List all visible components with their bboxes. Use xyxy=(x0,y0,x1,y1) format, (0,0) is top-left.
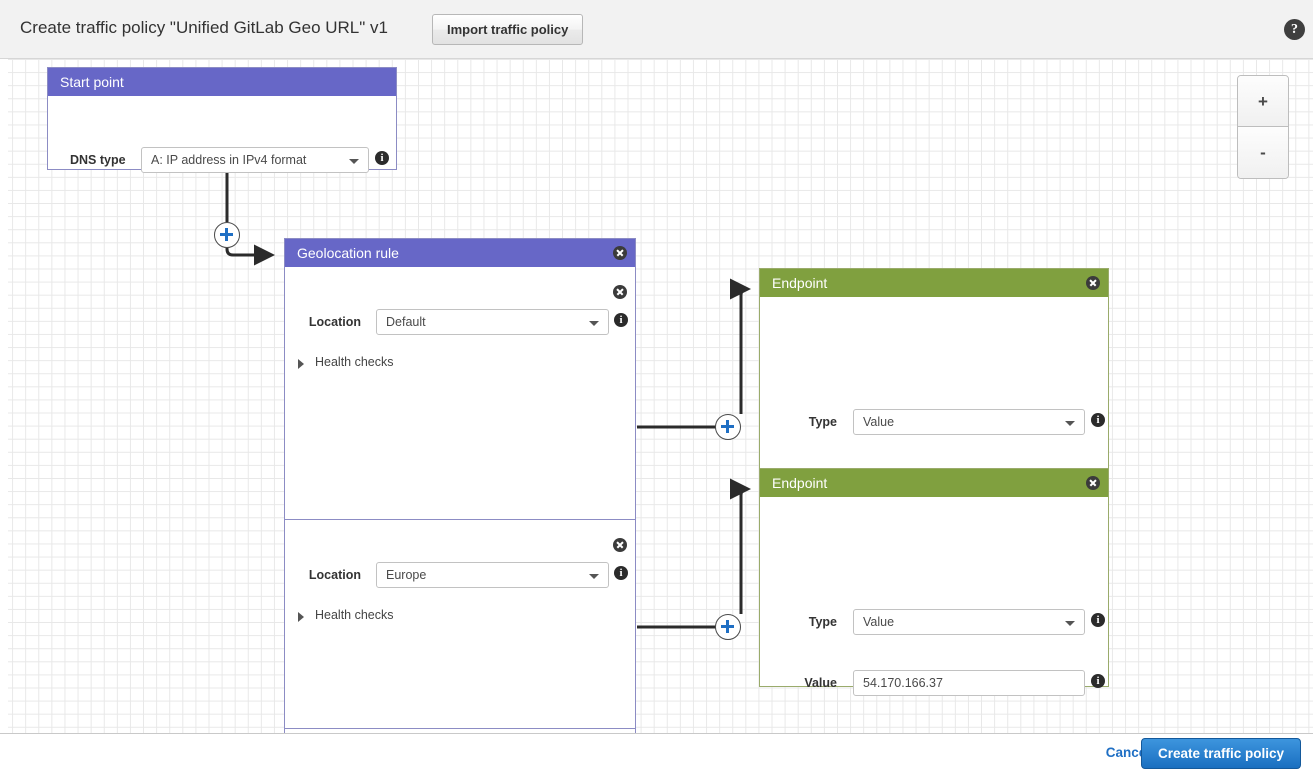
start-point-header: Start point xyxy=(48,68,396,96)
dns-type-select[interactable]: A: IP address in IPv4 format xyxy=(141,147,369,173)
policy-canvas[interactable]: Start point DNS type A: IP address in IP… xyxy=(0,59,1313,734)
top-header-bar: Create traffic policy "Unified GitLab Ge… xyxy=(0,0,1313,59)
endpoint-type-value-2: Value xyxy=(863,615,895,629)
location-label-1: Location xyxy=(308,315,361,329)
start-point-title: Start point xyxy=(60,74,124,90)
help-icon[interactable]: ? xyxy=(1284,19,1305,40)
geolocation-rule-node[interactable]: Geolocation rule Location Default i Heal… xyxy=(284,238,636,733)
dns-type-value: A: IP address in IPv4 format xyxy=(151,153,307,167)
chevron-down-icon xyxy=(1065,421,1075,426)
zoom-in-button[interactable]: + xyxy=(1238,76,1288,127)
location-select-2[interactable]: Europe xyxy=(376,562,609,588)
geolocation-rule-header: Geolocation rule xyxy=(285,239,635,267)
chevron-right-icon xyxy=(298,612,304,622)
endpoint-type-info-icon-2[interactable]: i xyxy=(1091,613,1105,627)
dns-type-label: DNS type xyxy=(70,153,126,167)
endpoint-type-info-icon-1[interactable]: i xyxy=(1091,413,1105,427)
endpoint-value-text-2: 54.170.166.37 xyxy=(863,676,943,690)
location-value-1: Default xyxy=(386,315,426,329)
location-info-icon-1[interactable]: i xyxy=(614,313,628,327)
geo-section-divider xyxy=(285,519,635,520)
endpoint-value-input-2[interactable]: 54.170.166.37 xyxy=(853,670,1085,696)
chevron-down-icon xyxy=(589,574,599,579)
close-icon[interactable] xyxy=(613,246,627,260)
endpoint-header-2: Endpoint xyxy=(760,469,1108,497)
location-label-2: Location xyxy=(308,568,361,582)
endpoint-node-2[interactable]: Endpoint Type Value i Value 54.170.166.3… xyxy=(759,468,1109,696)
remove-geo-location-1-icon[interactable] xyxy=(613,285,627,299)
import-traffic-policy-button[interactable]: Import traffic policy xyxy=(432,14,584,45)
endpoint-type-value-1: Value xyxy=(863,415,895,429)
endpoint-type-label-1: Type xyxy=(808,415,837,429)
health-checks-label-2: Health checks xyxy=(315,608,394,622)
chevron-down-icon xyxy=(349,159,359,164)
geo-location-section-2: Location Europe i Health checks xyxy=(285,520,635,709)
location-info-icon-2[interactable]: i xyxy=(614,566,628,580)
add-geo-location-button[interactable]: Add another geo location xyxy=(285,728,635,733)
endpoint-header-1: Endpoint xyxy=(760,269,1108,297)
geolocation-rule-title: Geolocation rule xyxy=(297,245,399,261)
endpoint-type-select-2[interactable]: Value xyxy=(853,609,1085,635)
zoom-out-button[interactable]: - xyxy=(1238,127,1288,178)
canvas-zoom-controls[interactable]: + - xyxy=(1237,75,1289,179)
endpoint-node-1[interactable]: Endpoint Type Value i Value 63.32.243.14… xyxy=(759,268,1109,496)
remove-geo-location-2-icon[interactable] xyxy=(613,538,627,552)
close-icon[interactable] xyxy=(1086,476,1100,490)
add-node-before-endpoint-2[interactable] xyxy=(715,614,741,640)
add-node-after-start-point[interactable] xyxy=(214,222,240,248)
location-value-2: Europe xyxy=(386,568,427,582)
page-title: Create traffic policy "Unified GitLab Ge… xyxy=(20,18,388,37)
location-select-1[interactable]: Default xyxy=(376,309,609,335)
endpoint-type-label-2: Type xyxy=(808,615,837,629)
chevron-down-icon xyxy=(589,321,599,326)
add-node-before-endpoint-1[interactable] xyxy=(715,414,741,440)
close-icon[interactable] xyxy=(1086,276,1100,290)
footer-action-bar: Cancel Create traffic policy xyxy=(0,735,1313,770)
health-checks-label-1: Health checks xyxy=(315,355,394,369)
dns-type-info-icon[interactable]: i xyxy=(375,151,389,165)
chevron-right-icon xyxy=(298,359,304,369)
endpoint-type-select-1[interactable]: Value xyxy=(853,409,1085,435)
chevron-down-icon xyxy=(1065,621,1075,626)
endpoint-title-1: Endpoint xyxy=(772,275,828,291)
create-traffic-policy-button[interactable]: Create traffic policy xyxy=(1140,738,1301,769)
start-point-node[interactable]: Start point DNS type A: IP address in IP… xyxy=(47,67,397,173)
endpoint-value-info-icon-2[interactable]: i xyxy=(1091,674,1105,688)
endpoint-value-label-2: Value xyxy=(804,676,837,690)
canvas-left-gutter xyxy=(0,59,8,733)
geo-location-section-1: Location Default i Health checks xyxy=(285,267,635,460)
endpoint-title-2: Endpoint xyxy=(772,475,828,491)
start-point-body: DNS type A: IP address in IPv4 format i xyxy=(48,96,396,173)
cancel-button[interactable]: Cancel xyxy=(1105,745,1150,760)
